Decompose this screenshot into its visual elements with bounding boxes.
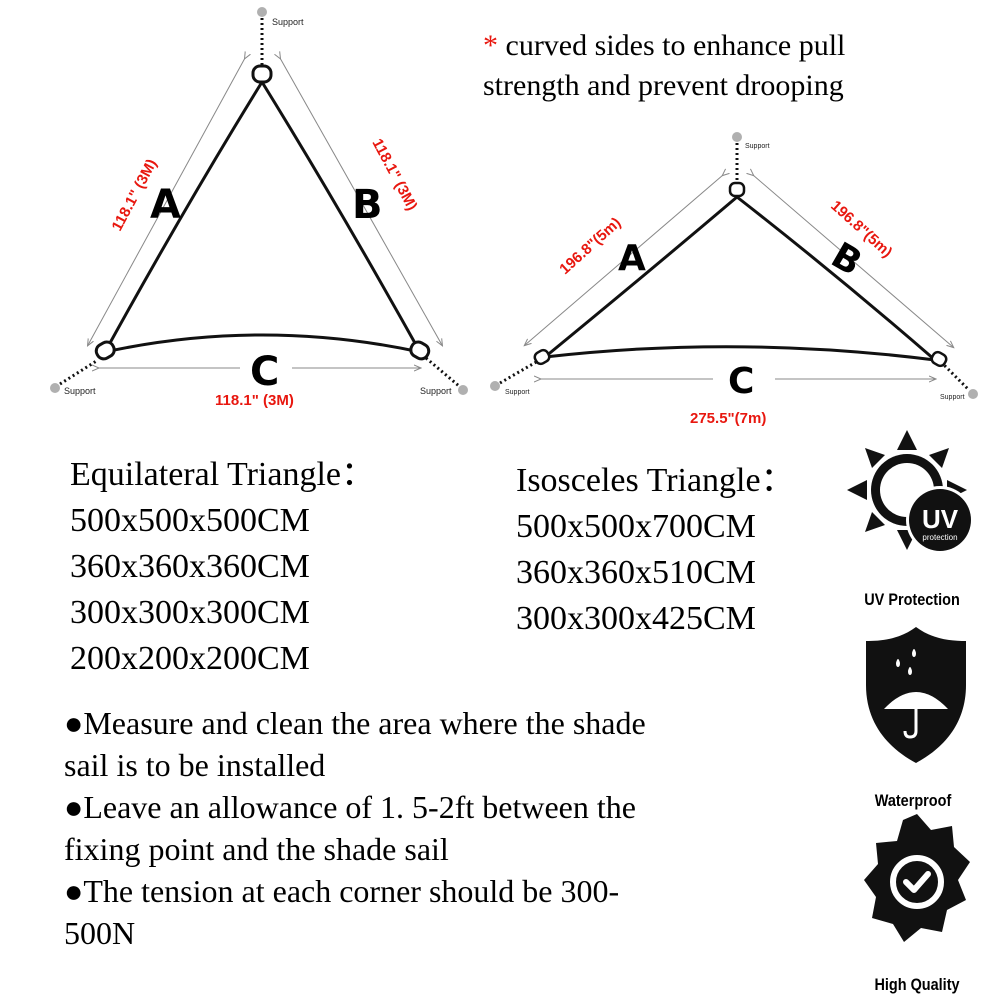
support-line-right xyxy=(939,360,971,392)
bullet: ● xyxy=(64,705,84,741)
side-label-a: A xyxy=(618,238,646,279)
measure-arrow-b xyxy=(753,175,953,347)
measure-arrow-b xyxy=(280,58,442,345)
tip-text: Leave an allowance of 1. 5-2ft between t… xyxy=(83,789,636,825)
isosceles-diagram: Support Support Support A B C 196.8"(5m)… xyxy=(490,132,978,427)
tip-item-cont: sail is to be installed xyxy=(64,747,326,783)
tip-text: Measure and clean the area where the sha… xyxy=(83,705,646,741)
waterproof-icon xyxy=(866,627,966,763)
isosceles-title: Isosceles Triangle： xyxy=(516,462,795,499)
support-dot-right xyxy=(458,385,468,395)
support-line-right xyxy=(425,356,460,388)
side-label-b: B xyxy=(352,182,383,228)
corner-ring-top xyxy=(728,181,746,198)
note-star: * xyxy=(483,29,498,62)
waterproof-label: Waterproof xyxy=(874,791,952,810)
support-dot-right xyxy=(968,389,978,399)
equilateral-title: Equilateral Triangle： xyxy=(70,456,376,493)
support-line-left xyxy=(499,359,539,385)
support-label-right: Support xyxy=(420,386,452,396)
isosceles-sizes: Isosceles Triangle： 500x500x700CM 360x36… xyxy=(516,458,795,642)
equilateral-sizes: Equilateral Triangle： 500x500x500CM 360x… xyxy=(70,452,375,682)
note-line1: curved sides to enhance pull xyxy=(505,29,846,62)
corner-ring-left xyxy=(94,340,116,361)
support-label-left: Support xyxy=(505,389,530,396)
size-item: 300x300x425CM xyxy=(516,600,756,637)
corner-ring-left xyxy=(533,348,551,366)
support-dot-top xyxy=(732,132,742,142)
bullet: ● xyxy=(64,789,84,825)
tip-item: ●Measure and clean the area where the sh… xyxy=(64,702,764,744)
tip-item: ●The tension at each corner should be 30… xyxy=(64,870,764,912)
support-label-top: Support xyxy=(745,143,770,150)
corner-ring-right xyxy=(930,350,948,368)
support-dot-left xyxy=(50,383,60,393)
tip-item-cont: fixing point and the shade sail xyxy=(64,831,449,867)
uv-icon-subtext: protection xyxy=(922,533,957,542)
installation-tips: ●Measure and clean the area where the sh… xyxy=(64,702,764,954)
note-line2: strength and prevent drooping xyxy=(483,69,844,102)
support-dot-top xyxy=(257,7,267,17)
support-label-left: Support xyxy=(64,386,96,396)
support-label-top: Support xyxy=(272,17,304,27)
side-label-c: C xyxy=(728,361,754,402)
uv-protection-icon: UV protection xyxy=(847,430,974,554)
size-item: 300x300x300CM xyxy=(70,594,310,631)
tip-text: The tension at each corner should be 300… xyxy=(83,873,620,909)
size-item: 500x500x700CM xyxy=(516,508,756,545)
equilateral-diagram: Support Support Support A B C 118.1" (3M… xyxy=(50,7,468,409)
uv-protection-label: UV Protection xyxy=(864,590,960,609)
curved-sides-note: * curved sides to enhance pull strength … xyxy=(483,26,845,106)
size-item: 360x360x360CM xyxy=(70,548,310,585)
sail-outline xyxy=(540,195,940,363)
side-label-a: A xyxy=(150,182,181,228)
measure-arrow-a xyxy=(525,175,723,345)
uv-icon-text: UV xyxy=(922,504,959,534)
high-quality-icon xyxy=(864,814,970,942)
bullet: ● xyxy=(64,873,84,909)
tip-item: ●Leave an allowance of 1. 5-2ft between … xyxy=(64,786,764,828)
size-item: 360x360x510CM xyxy=(516,554,756,591)
side-label-c: C xyxy=(250,349,279,395)
measure-label-c: 275.5"(7m) xyxy=(690,410,766,427)
measure-label-c: 118.1" (3M) xyxy=(215,392,294,409)
support-dot-left xyxy=(490,381,500,391)
tip-item-cont: 500N xyxy=(64,915,136,951)
support-label-right: Support xyxy=(940,394,965,401)
size-item: 500x500x500CM xyxy=(70,502,310,539)
measure-arrow-a xyxy=(88,58,245,345)
size-item: 200x200x200CM xyxy=(70,640,310,677)
corner-ring-top xyxy=(251,64,273,84)
high-quality-label: High Quality xyxy=(874,975,960,994)
support-line-left xyxy=(59,358,99,386)
